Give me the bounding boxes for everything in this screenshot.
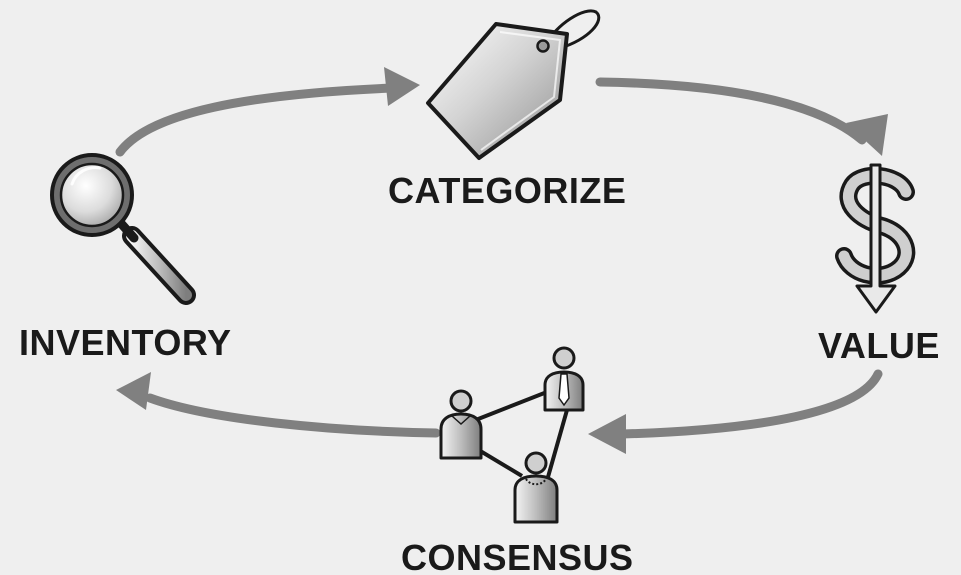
arrow-value-to-consensus xyxy=(588,369,883,454)
person-with-tie-icon xyxy=(543,346,585,412)
stage-label-value: VALUE xyxy=(818,325,940,366)
stage-label-inventory: INVENTORY xyxy=(19,322,232,363)
dollar-sign-down-arrow-icon xyxy=(835,163,916,314)
price-tag-icon xyxy=(426,9,601,160)
arrow-inventory-to-categorize xyxy=(115,67,420,157)
arrow-consensus-to-inventory xyxy=(116,372,441,438)
stage-label-consensus: CONSENSUS xyxy=(401,537,634,575)
person-left-icon xyxy=(439,389,483,460)
arrow-categorize-to-value xyxy=(595,77,888,156)
stage-label-categorize: CATEGORIZE xyxy=(388,170,627,211)
people-network-icon xyxy=(439,346,585,524)
person-bottom-icon xyxy=(513,451,559,524)
magnifying-glass-icon xyxy=(50,153,196,305)
